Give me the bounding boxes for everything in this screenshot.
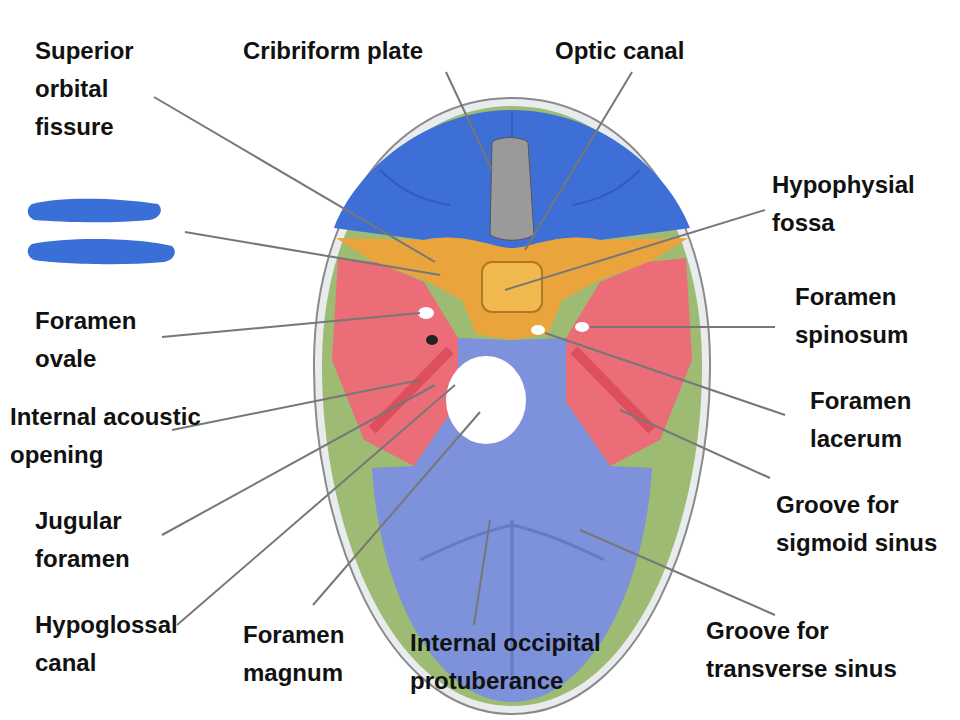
foramen-opening <box>418 307 434 319</box>
leader-line <box>545 333 785 415</box>
parietal-region <box>322 106 702 706</box>
part-label: Foramen spinosum <box>795 278 950 354</box>
leader-line <box>590 326 775 328</box>
part-label: Superior orbital fissure <box>35 32 165 146</box>
leader-line <box>185 232 440 275</box>
anterior-fossa <box>334 110 690 250</box>
part-label: Foramen lacerum <box>810 382 950 458</box>
leader-line <box>525 72 632 250</box>
skull-outline <box>314 98 710 714</box>
leader-line <box>505 210 765 290</box>
leader-line <box>154 97 435 262</box>
cribriform-plate <box>490 138 534 241</box>
leader-line <box>580 530 775 615</box>
leader-line <box>620 410 770 478</box>
foramen-magnum-opening <box>446 356 526 444</box>
scribble-mark <box>28 239 175 264</box>
leader-line <box>474 520 490 625</box>
leader-line <box>172 380 420 430</box>
part-label: Jugular foramen <box>35 502 165 578</box>
leader-line <box>162 313 420 337</box>
leader-line <box>446 72 492 170</box>
part-label: Hypoglossal canal <box>35 606 205 682</box>
part-label: Optic canal <box>555 32 684 70</box>
leader-line <box>313 412 480 605</box>
part-label: Hypophysial fossa <box>772 166 952 242</box>
occipital-ridges <box>420 520 604 690</box>
leader-line <box>177 385 455 625</box>
part-label: Cribriform plate <box>243 32 423 70</box>
part-label: Groove for sigmoid sinus <box>776 486 956 562</box>
part-label: Foramen ovale <box>35 302 175 378</box>
part-label: Groove for transverse sinus <box>706 612 951 688</box>
foramen-opening <box>531 325 545 335</box>
part-label: Foramen magnum <box>243 616 373 692</box>
foramen-opening <box>575 322 589 332</box>
leader-lines <box>154 72 785 625</box>
scribble-mark <box>28 199 161 223</box>
part-label: Internal acoustic opening <box>10 398 242 474</box>
part-label: Internal occipital protuberance <box>410 624 660 700</box>
foramen-opening <box>426 335 438 345</box>
